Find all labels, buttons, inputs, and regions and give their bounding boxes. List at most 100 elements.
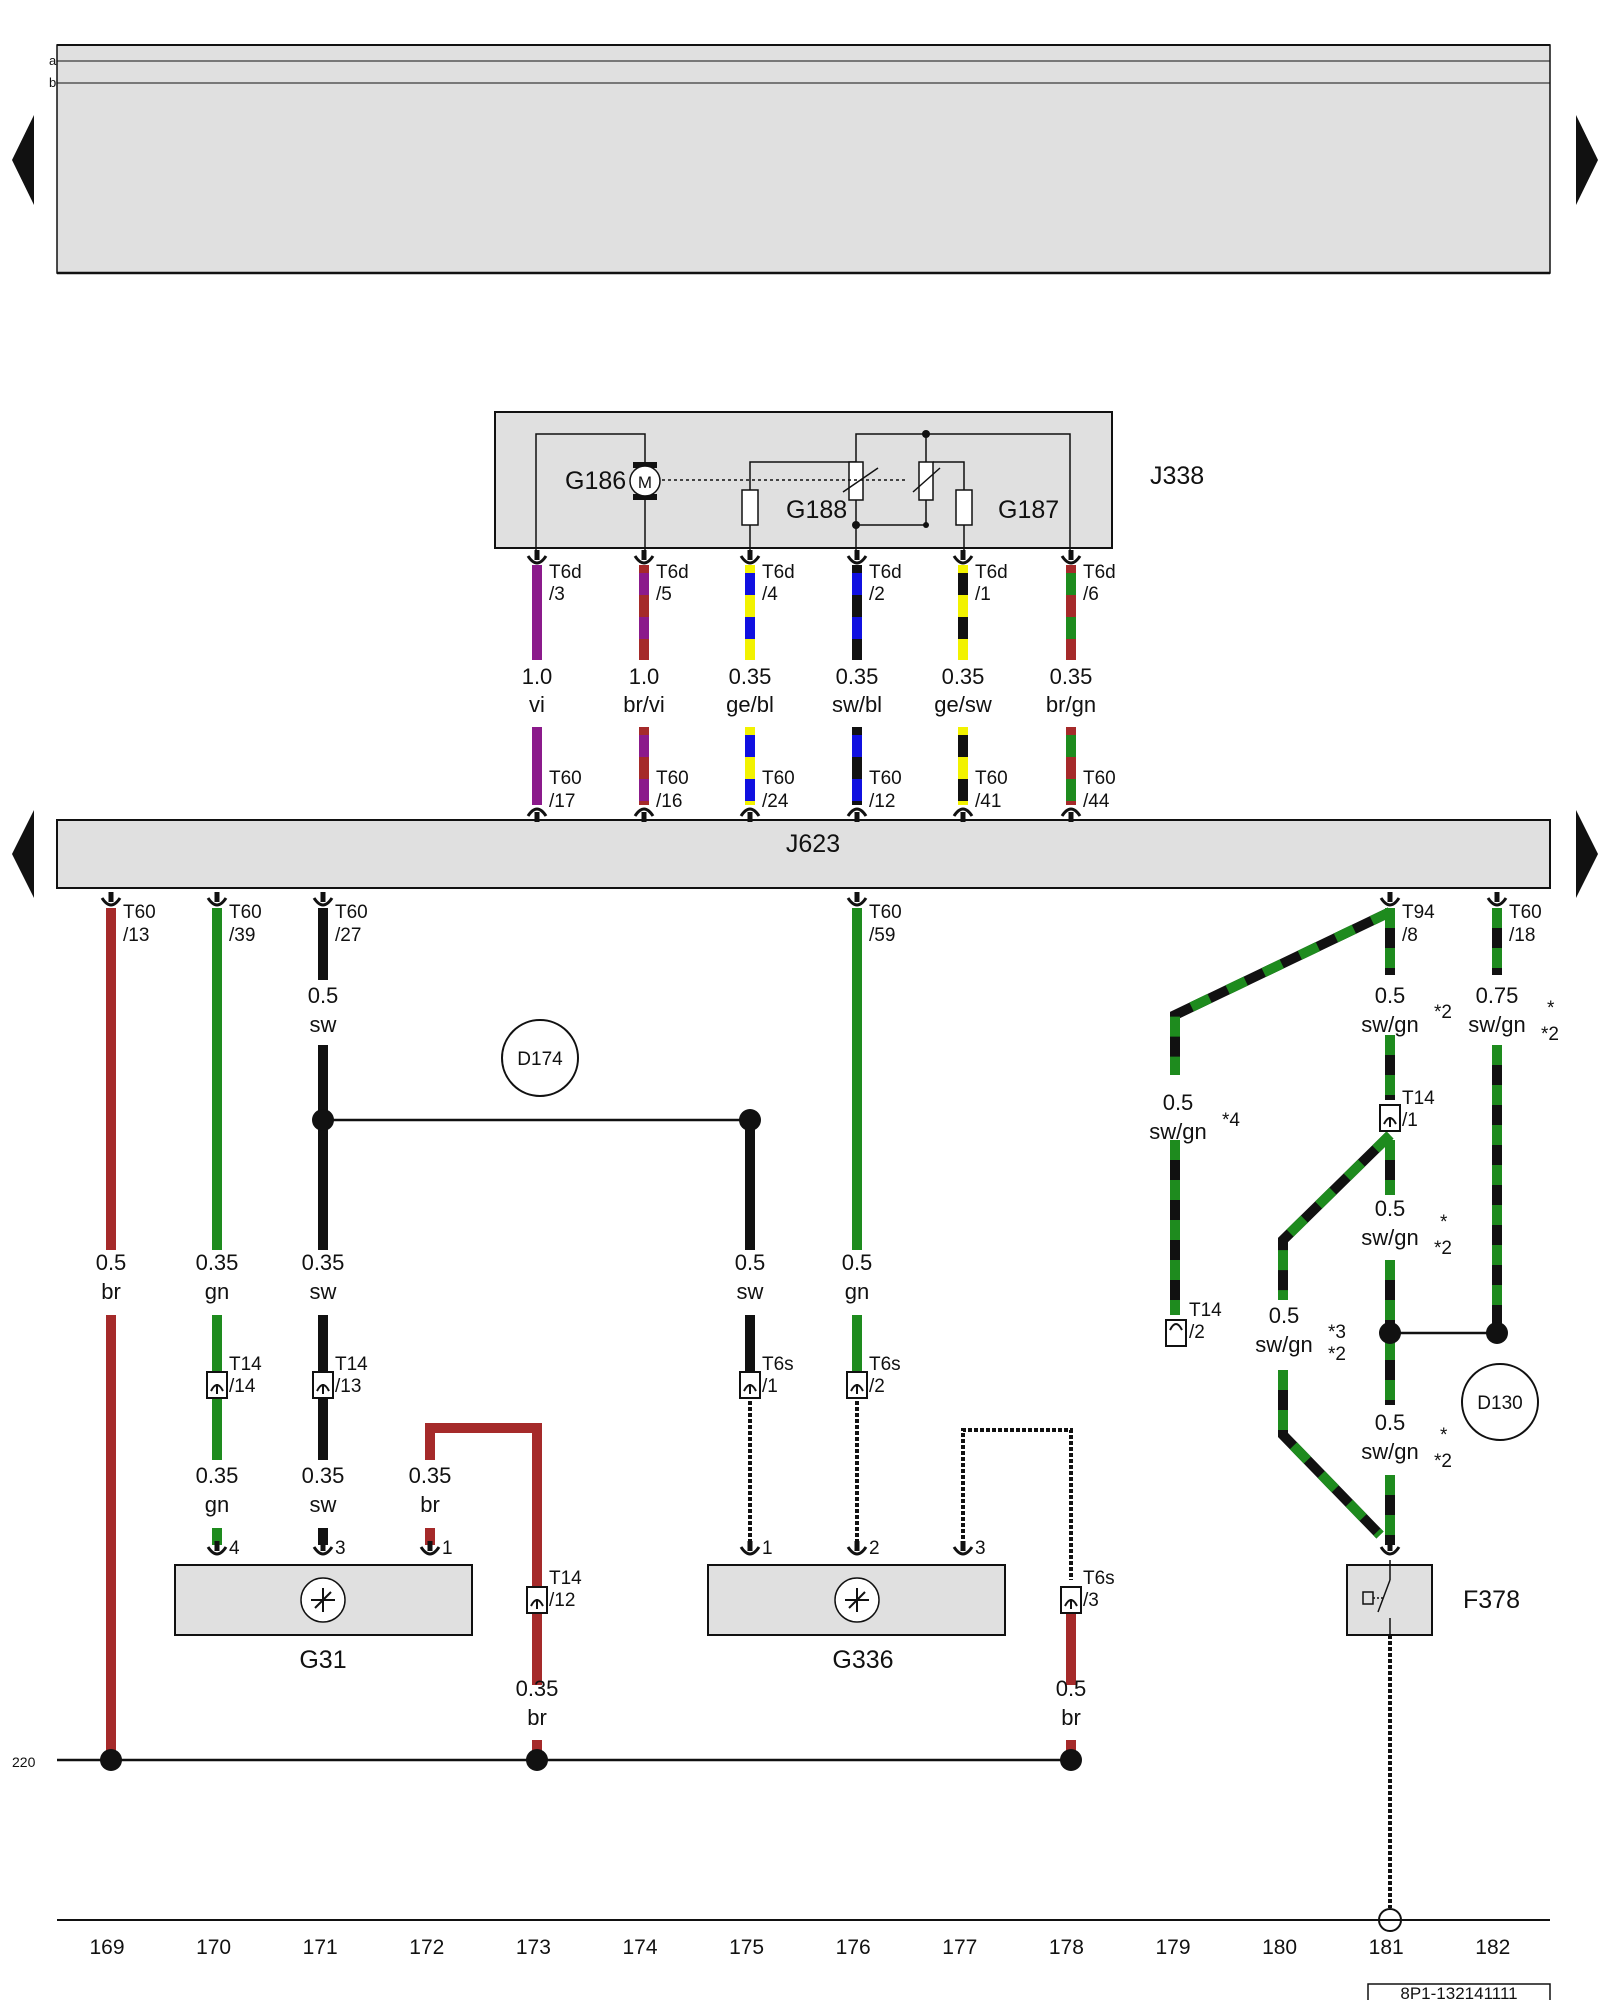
svg-text:0.35: 0.35 (302, 1250, 345, 1275)
pin-socket-icon (846, 550, 868, 565)
pin-socket-icon (100, 892, 122, 907)
j338-label: J338 (1150, 462, 1204, 490)
svg-text:sw/gn: sw/gn (1361, 1439, 1418, 1464)
pin-label: T60 (869, 902, 902, 923)
inline-connector-icon (739, 1371, 761, 1399)
pin-label: T60 (869, 768, 902, 789)
pin-socket-icon (1379, 892, 1401, 907)
pin-socket-icon (1486, 892, 1508, 907)
j623-label: J623 (786, 830, 840, 858)
footer-code: 8P1-132141111 (1400, 1984, 1517, 2000)
svg-text:0.5: 0.5 (1269, 1303, 1300, 1328)
inline-connector-icon (1379, 1104, 1401, 1132)
pin-label: /18 (1509, 925, 1535, 946)
svg-text:br: br (101, 1279, 121, 1304)
column-number: 172 (409, 1936, 444, 1959)
footer-code-box: 8P1-132141111 (1367, 1983, 1551, 2000)
g336-pin: 2 (869, 1538, 880, 1559)
svg-text:sw: sw (310, 1492, 337, 1517)
wire-gauge-label: 0.35 (836, 664, 879, 689)
pin-label: T94 (1402, 902, 1435, 923)
svg-text:*3: *3 (1328, 1322, 1346, 1343)
column-number: 178 (1049, 1936, 1084, 1959)
pin-socket-icon (739, 550, 761, 565)
pin-label: T60 (1083, 768, 1116, 789)
pin-label: /13 (123, 925, 149, 946)
svg-text:*2: *2 (1434, 1002, 1452, 1023)
svg-text:0.5: 0.5 (1056, 1676, 1087, 1701)
wire-color-label: ge/sw (934, 692, 992, 717)
wire-label-176: 0.5gn (842, 1250, 873, 1304)
wire-color-label: ge/bl (726, 692, 774, 717)
svg-text:0.35: 0.35 (409, 1463, 452, 1488)
pin-socket-icon (739, 807, 761, 822)
sensor-g31: G31 (174, 1564, 473, 1674)
connector-label: /3 (1083, 1590, 1099, 1611)
wire-color-label: vi (529, 692, 545, 717)
svg-text:0.35: 0.35 (196, 1463, 239, 1488)
wire-color-label: sw/bl (832, 692, 882, 717)
next-section-arrow-icon[interactable] (1576, 810, 1598, 898)
column-number: 169 (89, 1936, 124, 1959)
pin-label: /5 (656, 584, 672, 605)
inline-connector-icon (312, 1371, 334, 1399)
column-number: 173 (516, 1936, 551, 1959)
wire-gauge-label: 0.35 (942, 664, 985, 689)
pin-socket-icon (846, 1541, 868, 1556)
svg-text:gn: gn (205, 1279, 229, 1304)
svg-text:*: * (1440, 1212, 1448, 1233)
svg-text:gn: gn (845, 1279, 869, 1304)
svg-text:sw/gn: sw/gn (1361, 1225, 1418, 1250)
connector-label: /2 (869, 1376, 885, 1397)
motor-label: M (638, 473, 652, 492)
pin-socket-icon (312, 892, 334, 907)
pin-label: T60 (656, 768, 689, 789)
connector-label: T14 (549, 1568, 582, 1589)
next-page-arrow-icon[interactable] (1576, 115, 1598, 205)
sensor-g336: G336 (707, 1564, 1006, 1674)
pin-label: /3 (549, 584, 565, 605)
pin-label: T6d (656, 562, 689, 583)
column-number: 180 (1262, 1936, 1297, 1959)
pin-label: T60 (123, 902, 156, 923)
pin-label: T60 (549, 768, 582, 789)
prev-page-arrow-icon[interactable] (12, 115, 34, 205)
pin-socket-icon (952, 807, 974, 822)
column-number: 182 (1475, 1936, 1510, 1959)
connector-label: T6s (869, 1354, 901, 1375)
wire-label-181a: 0.5 sw/gn *2 (1361, 983, 1452, 1037)
pin-socket-icon (312, 1541, 334, 1556)
f378-label: F378 (1463, 1586, 1520, 1614)
wire-label-178: 0.5br (1056, 1676, 1087, 1730)
pin-socket-icon (739, 1541, 761, 1556)
svg-text:sw: sw (310, 1012, 337, 1037)
wire-label-170b: 0.35 gn (196, 1463, 239, 1517)
pin-label: /1 (975, 584, 991, 605)
ecu-pin-labels: T60 /13 T60 /39 T60 /27 T60 /59 T94 /8 T… (123, 902, 1542, 946)
svg-text:sw/gn: sw/gn (1255, 1332, 1312, 1357)
svg-text:sw: sw (310, 1279, 337, 1304)
connector-label: /13 (335, 1376, 361, 1397)
motor-icon: M (629, 462, 661, 500)
pin-label: /17 (549, 791, 575, 812)
ground-ref-label: 220 (12, 1754, 36, 1770)
pin-socket-icon (846, 892, 868, 907)
throttle-valve-module: M G186 G188 G187 (494, 411, 1113, 556)
pin-label: /44 (1083, 791, 1110, 812)
pin-label: T60 (335, 902, 368, 923)
g31-pin: 3 (335, 1538, 346, 1559)
prev-section-arrow-icon[interactable] (12, 810, 34, 898)
title-block: a b (49, 44, 1551, 275)
svg-text:*2: *2 (1434, 1451, 1452, 1472)
svg-text:gn: gn (205, 1492, 229, 1517)
pin-socket-icon (206, 892, 228, 907)
pin-socket-icon (526, 550, 548, 565)
pin-label: /12 (869, 791, 895, 812)
pin-label: /27 (335, 925, 361, 946)
inline-connector-icon (206, 1371, 228, 1399)
d174-label: D174 (517, 1049, 563, 1070)
